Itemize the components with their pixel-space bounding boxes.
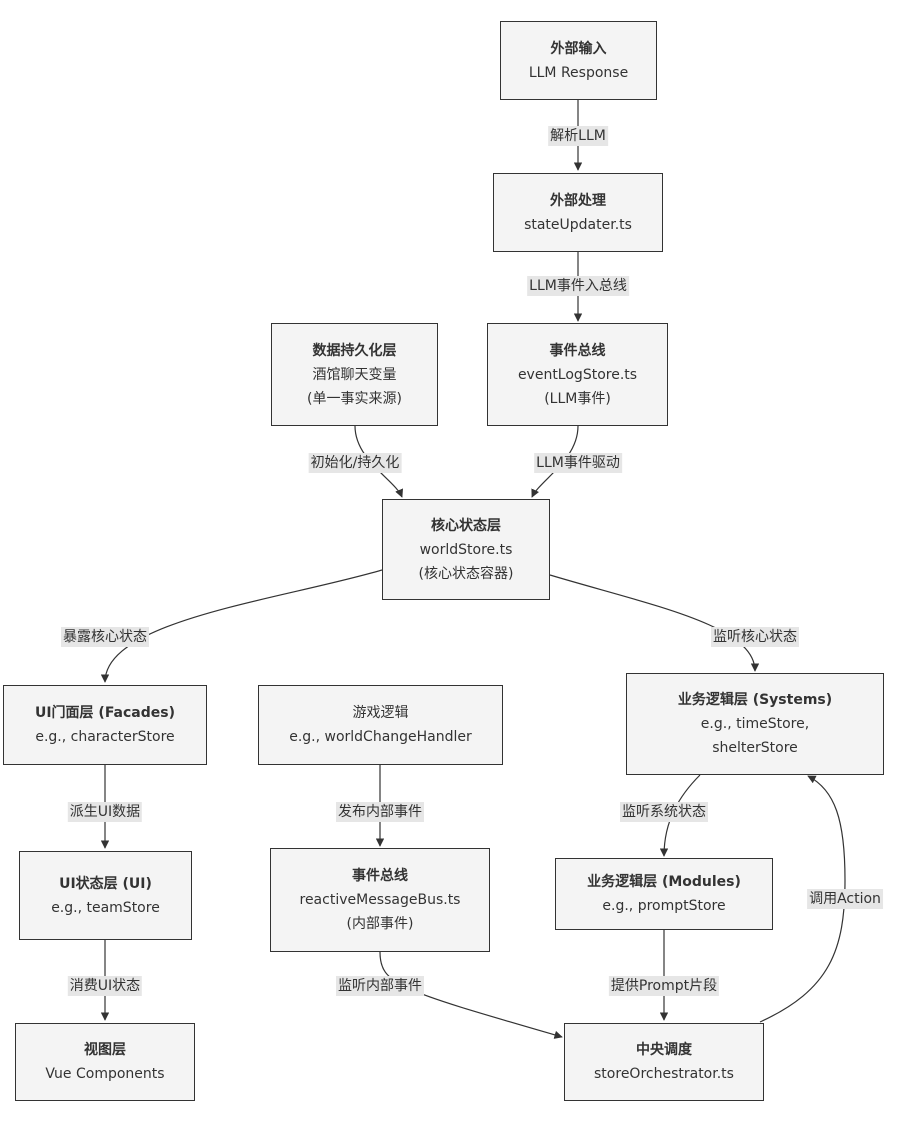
node-title: 业务逻辑层 (Systems) — [677, 692, 833, 708]
node-game-logic: 游戏逻辑 e.g., worldChangeHandler — [258, 685, 503, 765]
edge-expose-core — [100, 569, 383, 683]
node-line: worldStore.ts — [419, 541, 513, 558]
edge-label-call-action: 调用Action — [807, 889, 883, 909]
node-line: 游戏逻辑 — [352, 705, 409, 721]
node-line: (LLM事件) — [544, 390, 611, 407]
edge-label-consume-ui: 消费UI状态 — [67, 976, 143, 996]
edge-label-llm-event-to-bus: LLM事件入总线 — [527, 276, 629, 296]
node-title: 事件总线 — [352, 868, 408, 884]
node-event-bus-internal: 事件总线 reactiveMessageBus.ts (内部事件) — [270, 848, 490, 952]
edge-label-init-persist: 初始化/持久化 — [308, 453, 402, 473]
node-event-bus-llm: 事件总线 eventLogStore.ts (LLM事件) — [487, 323, 668, 426]
edge-label-llm-event-drive: LLM事件驱动 — [534, 453, 622, 473]
node-title: 外部输入 — [550, 40, 607, 57]
node-line: (单一事实来源) — [307, 390, 402, 407]
node-line: (核心状态容器) — [418, 565, 514, 582]
node-line: e.g., teamStore — [51, 899, 160, 916]
node-title: 外部处理 — [550, 192, 606, 209]
node-view: 视图层 Vue Components — [15, 1023, 195, 1101]
node-line: storeOrchestrator.ts — [594, 1066, 734, 1082]
node-title: UI门面层 (Facades) — [34, 705, 176, 721]
node-orchestrator: 中央调度 storeOrchestrator.ts — [564, 1023, 764, 1101]
edge-label-parse-llm: 解析LLM — [548, 126, 608, 146]
edge-call-action — [759, 775, 846, 1023]
node-title: UI状态层 (UI) — [59, 875, 152, 892]
node-line: reactiveMessageBus.ts — [299, 892, 461, 908]
node-data-persistence: 数据持久化层 酒馆聊天变量 (单一事实来源) — [271, 323, 438, 426]
node-line: (内部事件) — [346, 916, 414, 932]
node-title: 数据持久化层 — [312, 342, 397, 359]
node-ui-facades: UI门面层 (Facades) e.g., characterStore — [3, 685, 207, 765]
node-line: 酒馆聊天变量 — [312, 366, 397, 383]
node-line: stateUpdater.ts — [524, 216, 632, 233]
edge-label-listen-system: 监听系统状态 — [620, 802, 708, 822]
node-modules: 业务逻辑层 (Modules) e.g., promptStore — [555, 858, 773, 930]
node-line: LLM Response — [528, 64, 629, 81]
node-title: 核心状态层 — [431, 517, 501, 534]
node-line: e.g., promptStore — [602, 898, 726, 914]
node-line: eventLogStore.ts — [517, 366, 638, 383]
node-line: e.g., characterStore — [35, 729, 175, 745]
edge-label-publish-internal: 发布内部事件 — [336, 802, 424, 822]
node-title: 视图层 — [84, 1042, 126, 1058]
node-external-input: 外部输入 LLM Response — [500, 21, 657, 100]
node-external-processing: 外部处理 stateUpdater.ts — [493, 173, 663, 252]
node-line: Vue Components — [45, 1066, 165, 1082]
edge-label-expose-core: 暴露核心状态 — [61, 627, 149, 647]
node-title: 事件总线 — [549, 342, 606, 359]
node-line: e.g., timeStore, — [700, 716, 810, 732]
edge-listen-core — [549, 574, 760, 672]
edge-label-provide-prompt: 提供Prompt片段 — [608, 976, 720, 996]
node-title: 中央调度 — [636, 1042, 692, 1058]
node-ui-state: UI状态层 (UI) e.g., teamStore — [19, 851, 192, 940]
edge-label-listen-internal: 监听内部事件 — [336, 976, 424, 996]
node-systems: 业务逻辑层 (Systems) e.g., timeStore, shelter… — [626, 673, 884, 775]
node-core-state: 核心状态层 worldStore.ts (核心状态容器) — [382, 499, 550, 600]
edge-label-listen-core: 监听核心状态 — [711, 627, 799, 647]
node-title: 业务逻辑层 (Modules) — [587, 874, 741, 890]
node-line: e.g., worldChangeHandler — [289, 729, 472, 745]
node-line: shelterStore — [712, 740, 798, 756]
edge-label-derive-ui: 派生UI数据 — [67, 802, 143, 822]
